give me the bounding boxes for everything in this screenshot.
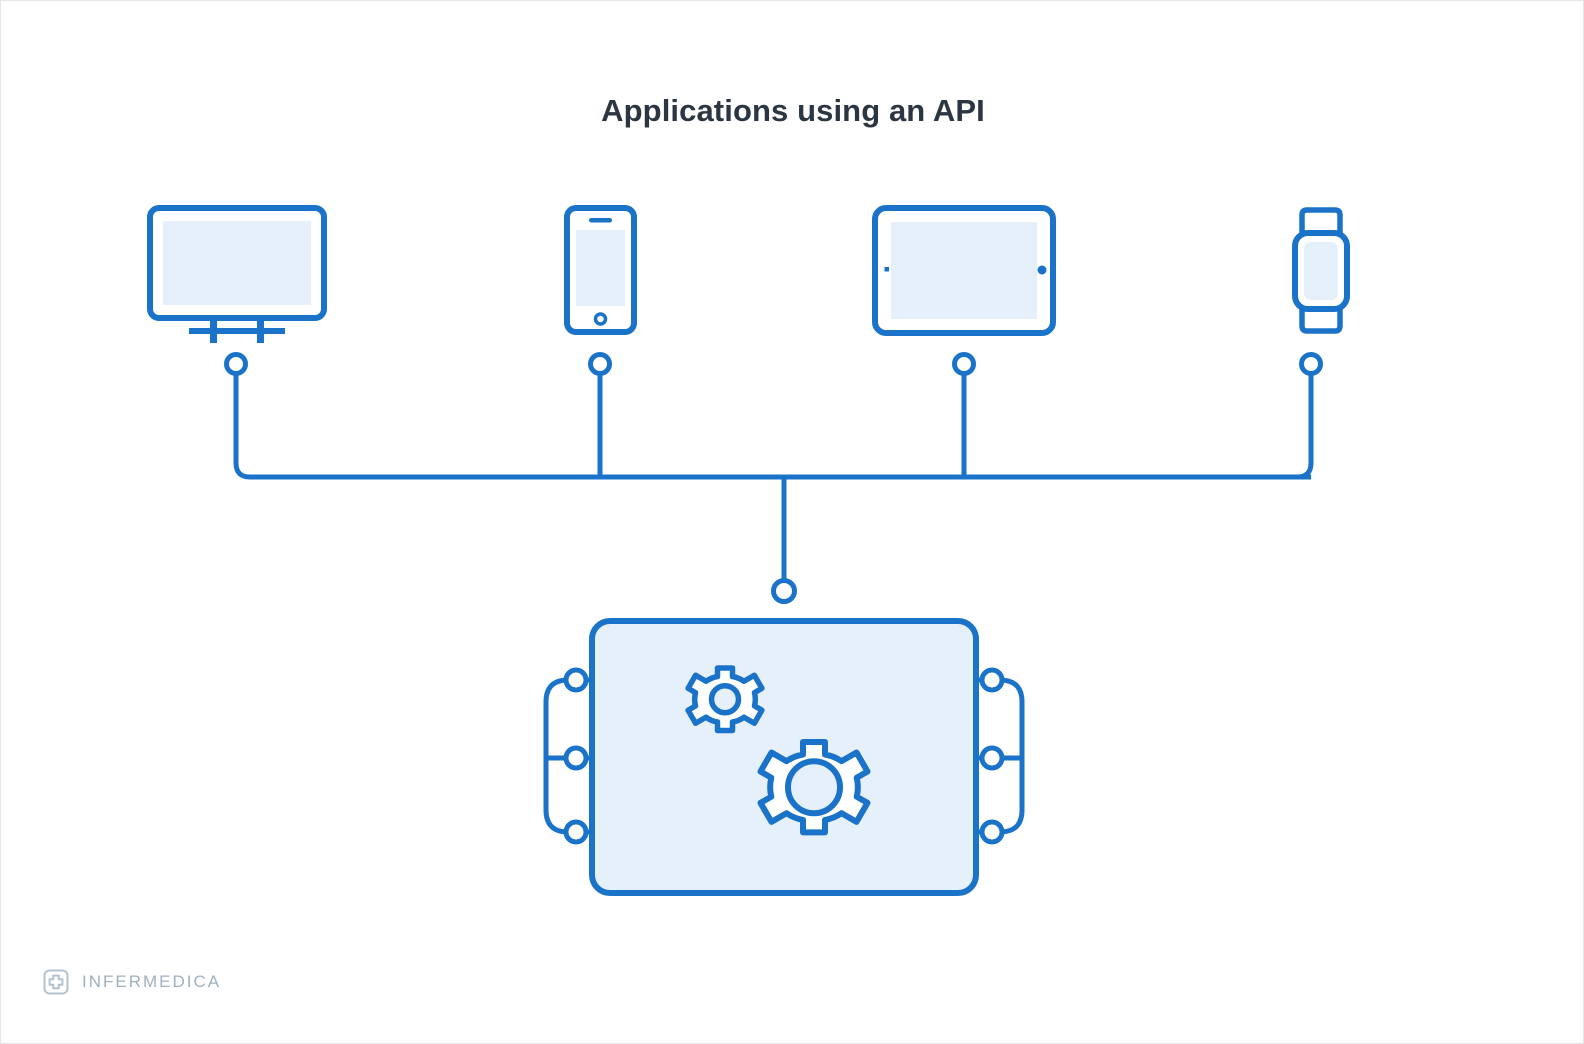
connection-bus-line [233, 373, 1314, 582]
api-port-right-1 [979, 667, 1005, 693]
api-port-left-3 [563, 819, 589, 845]
api-service-box[interactable] [543, 618, 1025, 896]
smartphone-icon[interactable] [564, 205, 637, 335]
medical-cross-icon [43, 969, 69, 995]
api-port-right-3 [979, 819, 1005, 845]
api-port-left-1 [563, 667, 589, 693]
smartwatch-icon[interactable] [1292, 207, 1350, 334]
gear-small-icon [685, 665, 765, 734]
api-port-right-2 [979, 745, 1005, 771]
connector-node-smartwatch [1299, 352, 1323, 376]
connector-node-smartphone [588, 352, 612, 376]
brand-name: INFERMEDICA [82, 972, 222, 991]
connector-node-tablet [952, 352, 976, 376]
connector-node-desktop [224, 352, 248, 376]
connector-node-api [771, 578, 797, 604]
api-port-left-2 [563, 745, 589, 771]
tablet-icon[interactable] [872, 205, 1056, 336]
page-title: Applications using an API [601, 93, 985, 128]
desktop-monitor-icon[interactable] [147, 205, 327, 343]
brand-logo: INFERMEDICA [43, 969, 221, 995]
gear-large-icon [757, 739, 871, 836]
